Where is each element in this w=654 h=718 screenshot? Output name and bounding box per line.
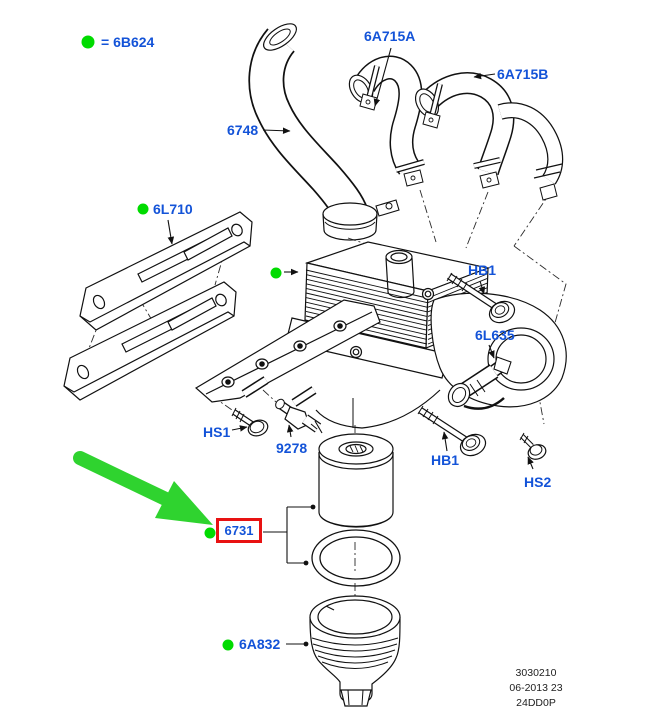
part-label-6l635[interactable]: 6L635 [475,327,515,343]
included-part-dot-icon [137,203,149,215]
footer-code-line2: 06-2013 23 [509,682,563,694]
part-label-6748[interactable]: 6748 [227,122,259,138]
filter-housing-drawing [315,292,567,429]
footer-code-line1: 3030210 [515,667,557,679]
gasket-6l710-drawing [63,211,253,401]
filter-element-drawing [318,433,394,528]
part-label-6l710[interactable]: 6L710 [153,201,193,217]
part-label-hs1[interactable]: HS1 [203,424,231,440]
part-label-hb1-top[interactable]: HB1 [468,262,497,278]
sensor-6l635-drawing [447,356,512,410]
part-label-6a832[interactable]: 6A832 [239,636,281,652]
footer-codes: 3030210 06-2013 23 24DD0P [466,666,606,711]
hose-6748-drawing [248,23,400,241]
hose-6a715a-drawing [348,55,425,187]
part-label-hs2[interactable]: HS2 [524,474,552,490]
bolt-hb1-top-drawing [446,272,516,324]
part-label-9278[interactable]: 9278 [276,440,308,456]
part-label-hb1-bottom[interactable]: HB1 [431,452,460,468]
included-part-dot-icon [222,639,234,651]
bolt-hb1-bottom-drawing [417,405,487,457]
screw-hs1-drawing [231,407,269,437]
part-label-6731-highlighted[interactable]: 6731 [216,518,262,543]
included-part-dot-icon [204,527,216,539]
included-part-dot-icon [270,267,282,279]
green-arrow-icon [73,451,213,525]
sensor-9278-drawing [275,398,323,434]
part-label-6a715a[interactable]: 6A715A [364,28,416,44]
hose-6a715b-drawing [414,72,564,201]
filter-cap-6a832-drawing [309,595,401,707]
leader-lines [167,47,534,647]
legend-green-dot-icon [81,35,95,49]
part-label-6a715b[interactable]: 6A715B [497,66,549,82]
o-ring-drawing [311,529,401,587]
mounting-bracket-drawing [194,299,381,407]
footer-code-line3: 24DD0P [516,697,556,709]
screw-hs2-drawing [519,432,547,460]
legend-text: = 6B624 [101,34,155,50]
